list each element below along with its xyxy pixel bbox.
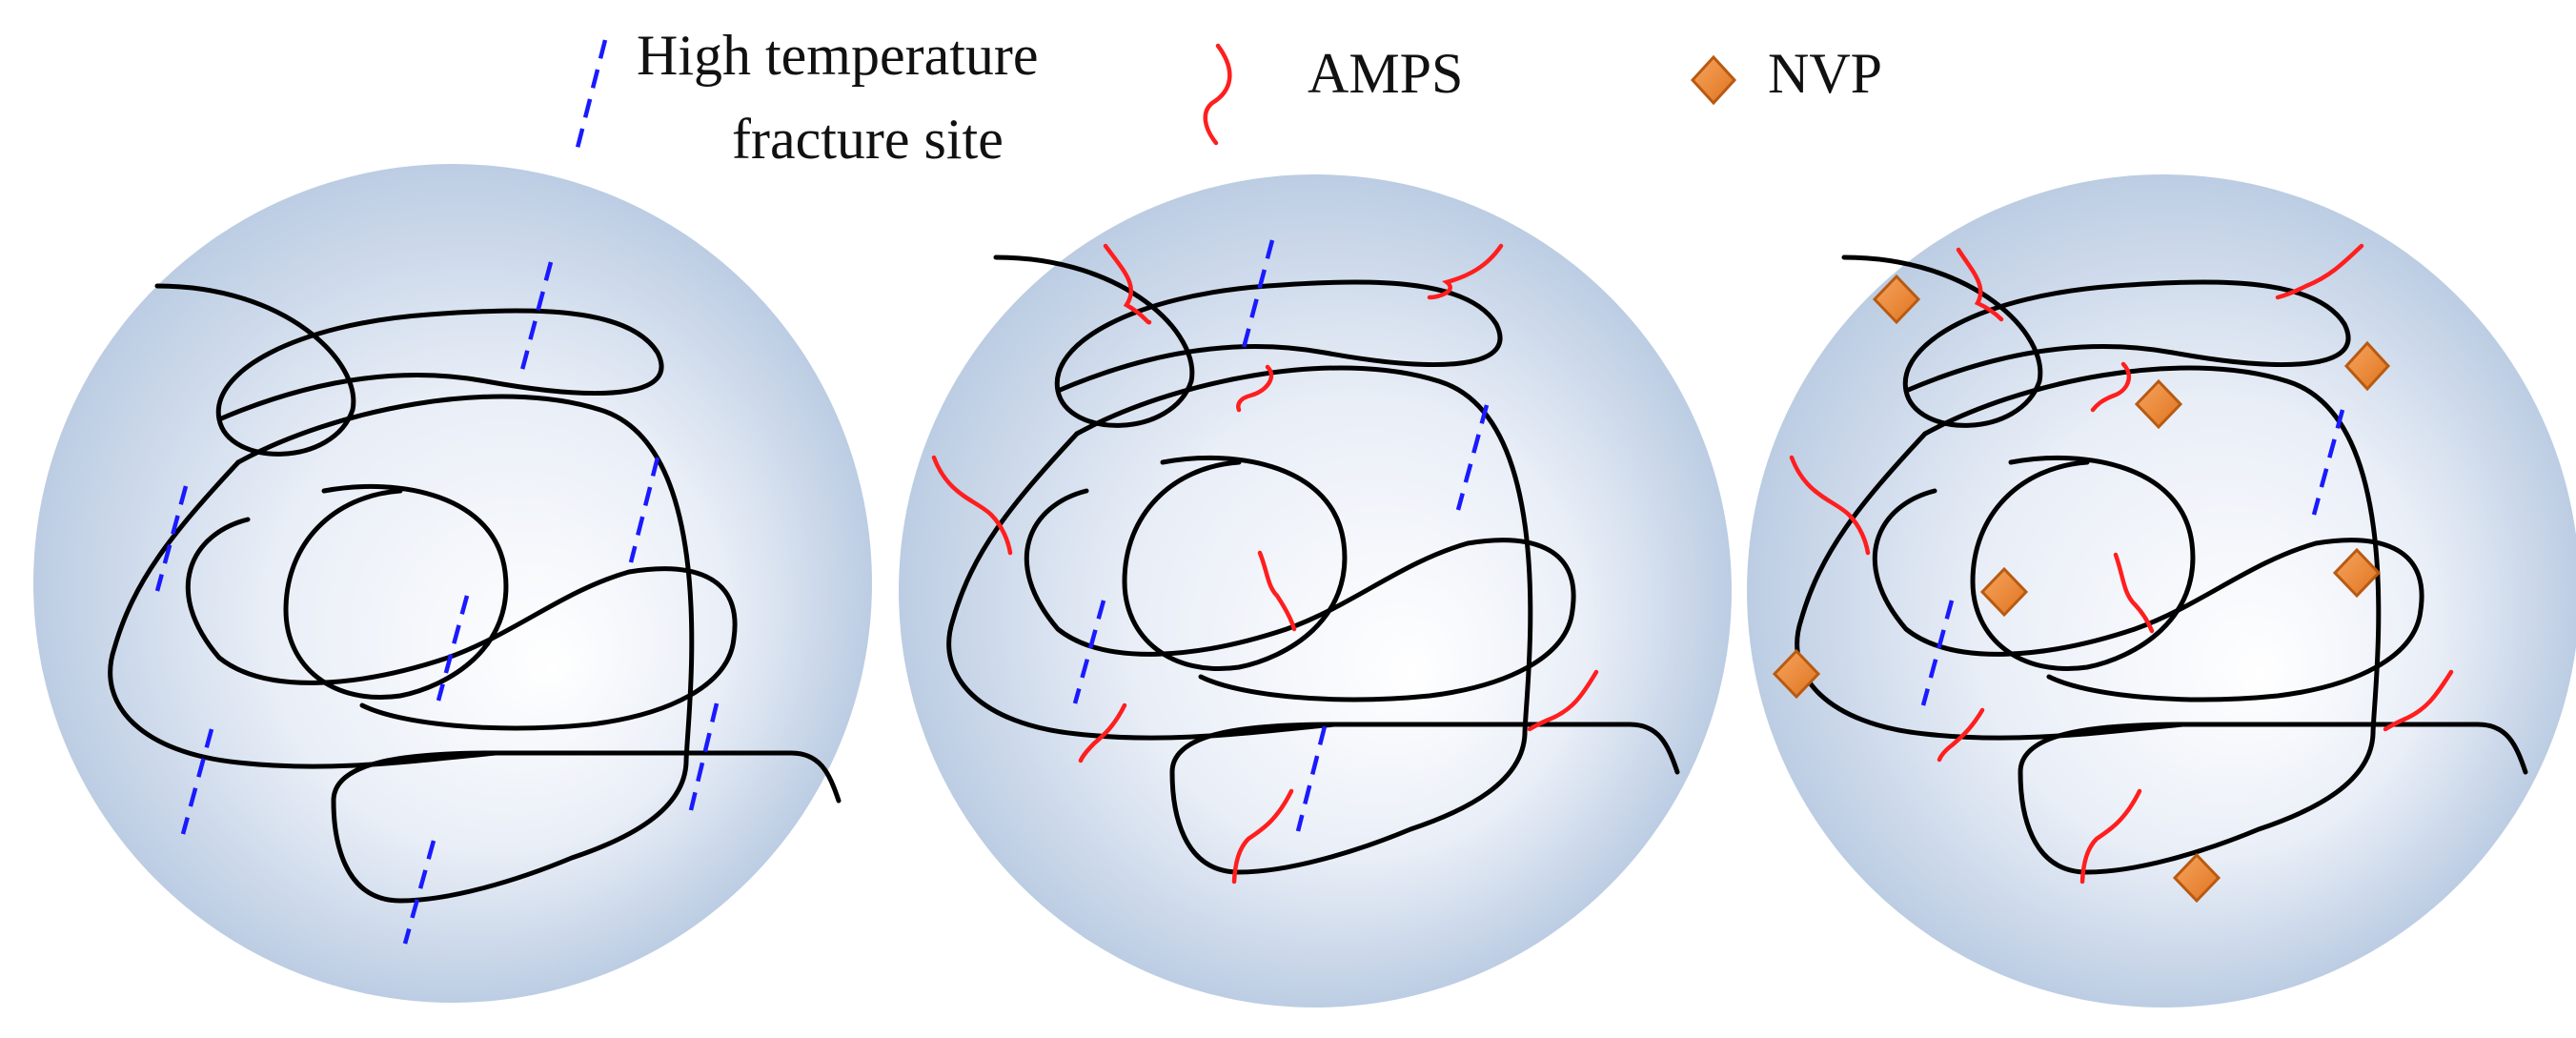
amps-group [2113,552,2155,634]
fracture-site [1241,239,1275,349]
panel-2-fracture-sites [1072,239,1490,832]
amps-group [2090,361,2132,413]
nvp-diamond [1772,648,1821,700]
legend-fracture-site-line2: fracture site [732,108,1004,171]
fracture-site-icon [575,39,608,149]
nvp-diamond [2134,378,2183,430]
legend-nvp-label: NVP [1768,42,1882,105]
fracture-site [1295,725,1328,832]
amps-group [1956,247,2004,322]
fracture-site [402,840,436,945]
nvp-diamond [1872,274,1921,325]
panel-3-amps-groups [1789,243,2454,885]
amps-group [931,455,1013,556]
panel-2-amps-groups [931,243,1599,885]
amps-group [1078,702,1127,763]
fracture-site [519,261,554,371]
legend-amps: AMPS [1203,42,1463,146]
amps-group [1937,707,1985,763]
fracture-site [2311,409,2345,516]
nvp-diamond [2332,547,2382,599]
amps-icon [1203,43,1232,146]
panel-3-circle [1747,174,2576,1007]
amps-group [1257,550,1297,632]
fracture-site [1455,404,1490,511]
panel-3 [1747,174,2576,1007]
nvp-diamond [1979,566,2029,618]
fracture-site [436,595,470,702]
panel-3-nvp-groups [1772,274,2391,904]
nvp-diamond-icon [1690,54,1737,106]
panel-3-fracture-sites [1920,409,2345,706]
fracture-site [1072,600,1106,704]
legend-fracture-site-line1: High temperature [637,24,1039,87]
fracture-site [180,728,214,835]
amps-group [2383,669,2454,732]
fracture-site [1920,600,1955,706]
amps-group [1231,788,1294,885]
legend-amps-label: AMPS [1308,42,1463,105]
amps-group [2275,243,2364,300]
amps-group [1236,364,1274,413]
panel-2-circle [899,174,1732,1007]
legend: High temperature fracture site AMPS NVP [575,24,1882,171]
panel-1-fracture-sites [154,261,720,945]
legend-nvp: NVP [1690,42,1882,106]
fracture-site [628,457,660,563]
amps-group [1427,243,1504,300]
fracture-site [154,485,189,592]
panel-1 [33,164,872,1003]
fracture-site [688,702,720,811]
legend-fracture-site: High temperature fracture site [575,24,1039,171]
amps-group [2079,788,2142,885]
amps-group [1527,669,1599,732]
amps-group [1789,455,1871,556]
panel-2 [899,174,1732,1007]
amps-group [1103,243,1152,325]
nvp-diamond [2343,340,2391,392]
nvp-diamond [2172,852,2221,904]
